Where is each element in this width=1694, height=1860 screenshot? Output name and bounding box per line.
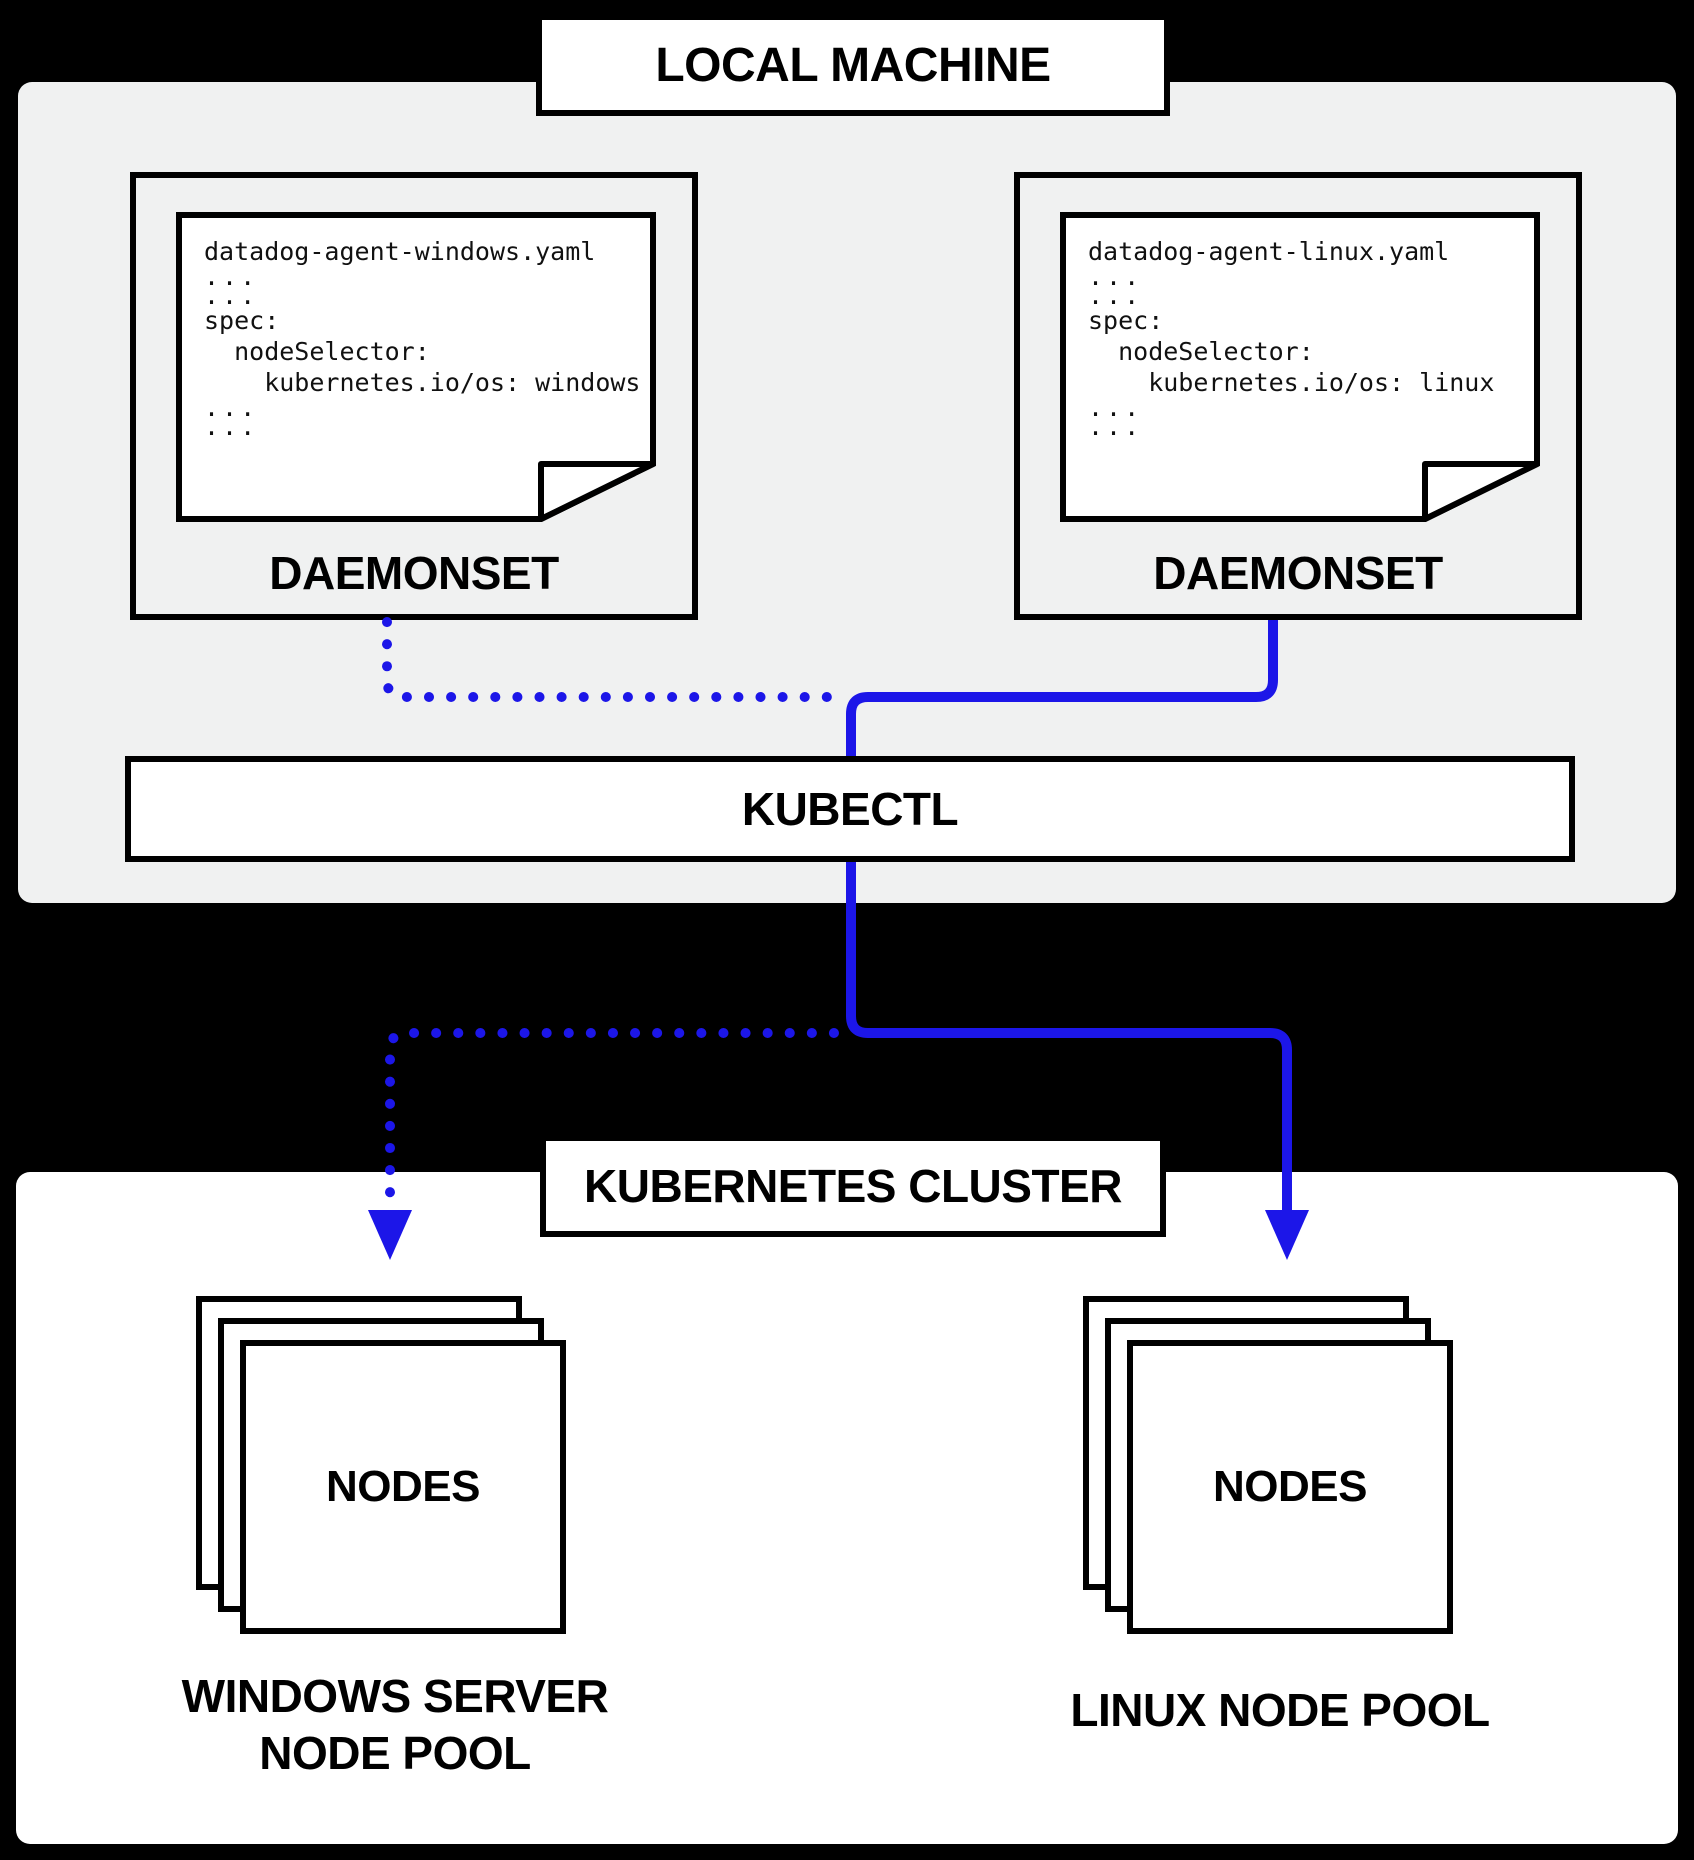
kubectl-label: KUBECTL	[741, 783, 959, 835]
node-stack-linux: NODES	[1083, 1296, 1455, 1636]
wire-linux-to-kubectl	[846, 620, 1278, 756]
wire-windows-to-kubectl	[382, 617, 841, 702]
local-machine-title-text: LOCAL MACHINE	[655, 38, 1051, 92]
yaml-file-windows: datadog-agent-windows.yaml......spec: no…	[176, 212, 656, 522]
kubernetes-cluster-title-text: KUBERNETES CLUSTER	[584, 1160, 1122, 1212]
linux-pool-label: LINUX NODE POOL	[1020, 1682, 1540, 1739]
wire-kubectl-to-windows-pool	[385, 1028, 839, 1215]
kubernetes-cluster-title: KUBERNETES CLUSTER	[540, 1135, 1166, 1237]
nodes-label-linux: NODES	[1213, 1462, 1367, 1511]
daemonset-box-windows: datadog-agent-windows.yaml......spec: no…	[130, 172, 698, 620]
daemonset-label-linux: DAEMONSET	[1153, 547, 1443, 599]
node-card-front: NODES	[1127, 1340, 1453, 1634]
folded-page-icon	[1060, 212, 1540, 522]
daemonset-label-windows: DAEMONSET	[269, 547, 559, 599]
yaml-code-windows: datadog-agent-windows.yaml......spec: no…	[204, 237, 641, 441]
wire-kubectl-to-linux-pool	[846, 862, 1292, 1214]
linux-pool-line1: LINUX NODE POOL	[1070, 1684, 1490, 1736]
local-machine-title: LOCAL MACHINE	[536, 14, 1170, 116]
node-card-front: NODES	[240, 1340, 566, 1634]
yaml-file-linux: datadog-agent-linux.yaml......spec: node…	[1060, 212, 1540, 522]
arrowhead-windows-pool	[368, 1210, 412, 1260]
yaml-code-linux: datadog-agent-linux.yaml......spec: node…	[1088, 237, 1495, 441]
arrowhead-linux-pool	[1265, 1210, 1309, 1260]
daemonset-box-linux: datadog-agent-linux.yaml......spec: node…	[1014, 172, 1582, 620]
windows-pool-label: WINDOWS SERVER NODE POOL	[135, 1668, 655, 1782]
windows-pool-line1: WINDOWS SERVER	[181, 1670, 609, 1722]
folded-page-icon	[176, 212, 656, 522]
node-stack-windows: NODES	[196, 1296, 568, 1636]
nodes-label-windows: NODES	[326, 1462, 480, 1511]
kubectl-box: KUBECTL	[125, 756, 1575, 862]
windows-pool-line2: NODE POOL	[259, 1727, 531, 1779]
